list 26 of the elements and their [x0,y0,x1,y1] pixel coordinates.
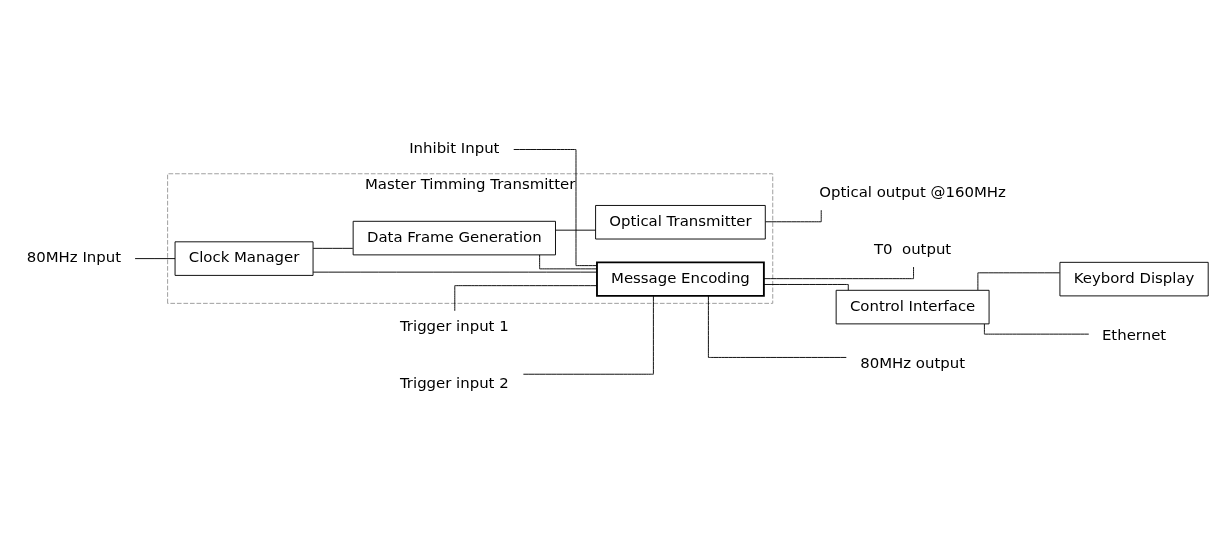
connector [312,271,598,273]
node-text: Ethernet [1101,325,1167,344]
node-box: Optical Transmitter [595,204,766,239]
connector [977,271,1061,290]
node-text: 80MHz Input [26,247,121,266]
node-box: Control Interface [835,289,990,324]
node-box: Clock Manager [174,240,314,276]
connector [513,148,598,266]
connector [454,284,598,311]
node-text: Trigger input 1 [399,316,509,335]
node-text: Inhibit Input [409,138,500,157]
connector [522,295,654,375]
connector [539,253,598,269]
connector [763,283,849,291]
node-text: Trigger input 2 [399,373,509,392]
node-text: 80MHz output [860,353,965,372]
connector [983,323,1090,335]
connector [312,247,354,249]
node-box: Data Frame Generation [352,220,556,255]
connector [134,257,176,259]
node-text: T0 output [873,239,952,258]
node-box: Keybord Display [1059,261,1209,296]
node-box: Message Encoding [596,260,765,297]
connector [707,295,847,358]
connector [555,229,596,231]
node-text: Optical output @160MHz [819,182,1006,201]
